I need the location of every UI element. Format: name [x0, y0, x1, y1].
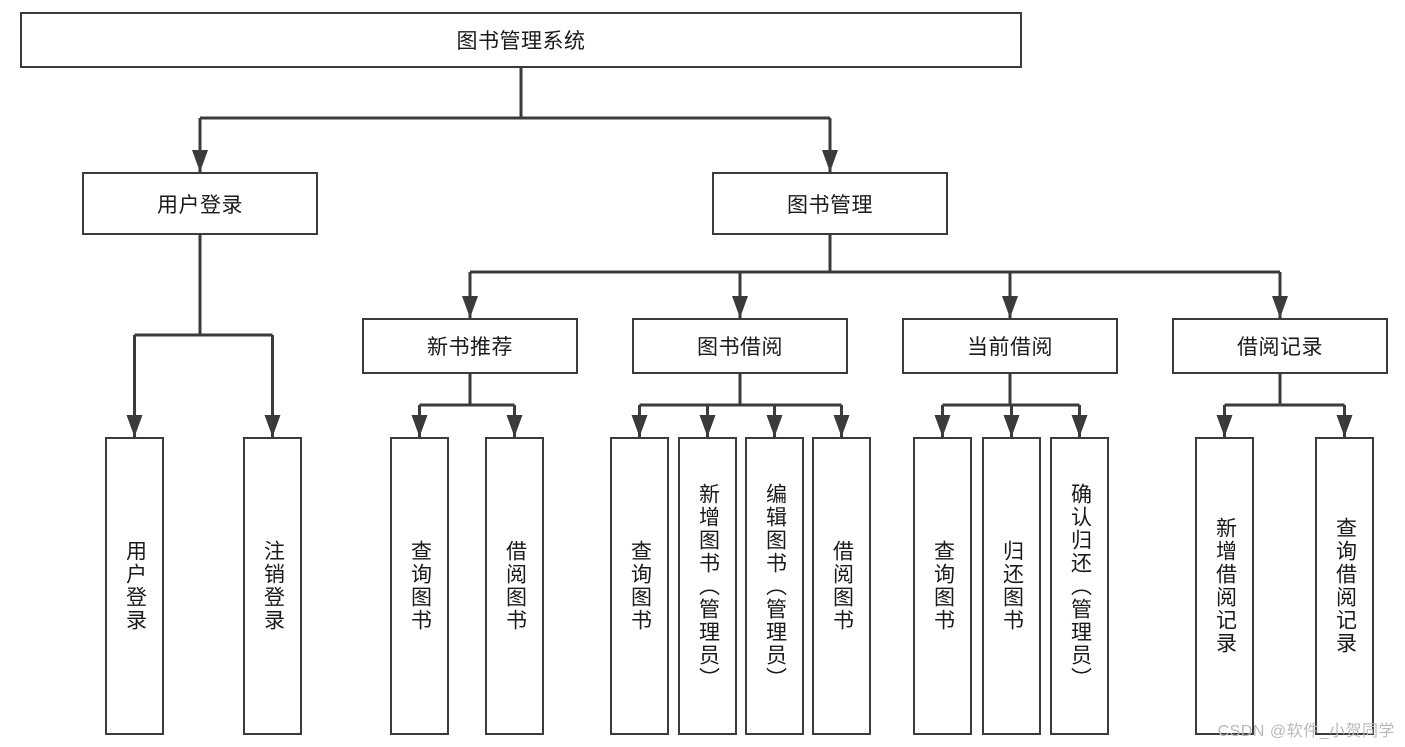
node-label: 用户登录	[123, 540, 147, 632]
node-label: 新增借阅记录	[1213, 517, 1237, 655]
node-b-lend[interactable]: 借阅图书	[812, 437, 871, 735]
node-l-login[interactable]: 用户登录	[105, 437, 164, 735]
node-label: 借阅记录	[1237, 336, 1323, 359]
node-label: 用户登录	[157, 193, 243, 217]
node-rec-query[interactable]: 查询借阅记录	[1315, 437, 1374, 735]
node-label: 注销登录	[261, 540, 285, 632]
node-bookmgmt[interactable]: 图书管理	[712, 172, 948, 235]
node-r-borrow[interactable]: 借阅图书	[485, 437, 544, 735]
node-label: 当前借阅	[967, 336, 1053, 359]
node-label: 借阅图书	[830, 540, 854, 632]
node-label: 借阅图书	[503, 540, 527, 632]
node-label: 图书借阅	[697, 336, 783, 359]
node-label: 编辑图书（管理员）	[763, 482, 787, 690]
node-label: 查询图书	[931, 540, 955, 632]
node-c-query[interactable]: 查询图书	[913, 437, 972, 735]
node-label: 归还图书	[1000, 540, 1024, 632]
node-label: 查询借阅记录	[1333, 517, 1357, 655]
node-b-edit[interactable]: 编辑图书（管理员）	[745, 437, 804, 735]
node-login[interactable]: 用户登录	[82, 172, 318, 235]
node-label: 查询图书	[408, 540, 432, 632]
node-borrow[interactable]: 图书借阅	[632, 318, 848, 374]
node-label: 确认归还（管理员）	[1068, 482, 1092, 690]
node-label: 新书推荐	[427, 336, 513, 359]
node-records[interactable]: 借阅记录	[1172, 318, 1388, 374]
node-r-query[interactable]: 查询图书	[390, 437, 449, 735]
node-label: 图书管理系统	[456, 30, 586, 53]
node-b-add[interactable]: 新增图书（管理员）	[678, 437, 737, 735]
node-label: 图书管理	[787, 193, 873, 217]
watermark: CSDN @软件_小贺同学	[1217, 723, 1395, 740]
node-c-confirm[interactable]: 确认归还（管理员）	[1050, 437, 1109, 735]
node-rec-add[interactable]: 新增借阅记录	[1195, 437, 1254, 735]
node-recommend[interactable]: 新书推荐	[362, 318, 578, 374]
node-l-logout[interactable]: 注销登录	[243, 437, 302, 735]
node-c-return[interactable]: 归还图书	[982, 437, 1041, 735]
node-label: 查询图书	[628, 540, 652, 632]
node-label: 新增图书（管理员）	[696, 482, 720, 690]
node-current[interactable]: 当前借阅	[902, 318, 1118, 374]
node-b-query[interactable]: 查询图书	[610, 437, 669, 735]
node-root[interactable]: 图书管理系统	[20, 12, 1022, 68]
